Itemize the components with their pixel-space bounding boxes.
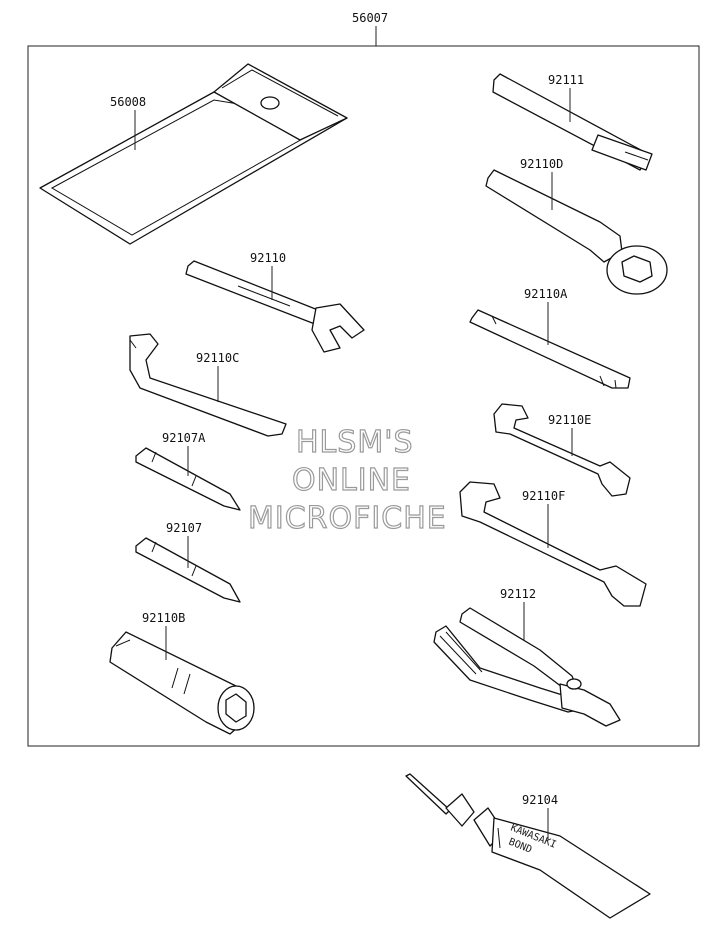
pliers-92112[interactable]: [433, 607, 621, 727]
part-label-92110C[interactable]: 92110C: [196, 351, 239, 365]
screwdriver-bit-92107A[interactable]: [135, 447, 241, 511]
part-label-92112[interactable]: 92112: [500, 587, 536, 601]
watermark-line-3: MICROFICHE: [248, 501, 447, 536]
part-label-92110B[interactable]: 92110B: [142, 611, 185, 625]
watermark-line-2: ONLINE: [292, 463, 411, 498]
part-label-92110E[interactable]: 92110E: [548, 413, 591, 427]
box-wrench-92110B[interactable]: [109, 631, 255, 735]
open-wrench-92110E[interactable]: [493, 403, 631, 497]
part-label-56008[interactable]: 56008: [110, 95, 146, 109]
assembly-frame: [27, 45, 700, 747]
handle-92111[interactable]: [492, 73, 653, 171]
ring-wrench-92110D[interactable]: [485, 169, 668, 295]
tool-bag-56008[interactable]: [39, 63, 348, 245]
part-label-92110[interactable]: 92110: [250, 251, 286, 265]
assembly-label[interactable]: 56007: [352, 11, 388, 25]
spanner-92110A[interactable]: [469, 309, 631, 389]
open-wrench-92110[interactable]: [185, 260, 365, 353]
part-label-92104[interactable]: 92104: [522, 793, 558, 807]
part-label-92107A[interactable]: 92107A: [162, 431, 206, 445]
part-label-92110F[interactable]: 92110F: [522, 489, 565, 503]
part-label-92110D[interactable]: 92110D: [520, 157, 563, 171]
screwdriver-bit-92107[interactable]: [135, 537, 241, 603]
part-label-92107[interactable]: 92107: [166, 521, 202, 535]
open-wrench-92110F[interactable]: [459, 481, 647, 607]
part-label-92110A[interactable]: 92110A: [524, 287, 568, 301]
hook-spanner-92110C[interactable]: [129, 333, 287, 437]
bond-tube-92104[interactable]: [405, 773, 651, 919]
watermark-line-1: HLSM'S: [296, 425, 414, 460]
part-label-92111[interactable]: 92111: [548, 73, 584, 87]
